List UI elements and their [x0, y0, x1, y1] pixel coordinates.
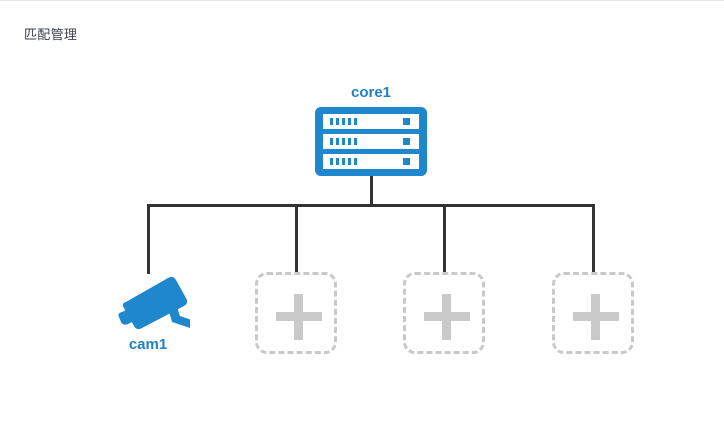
edge-drop-slot-4 — [592, 204, 595, 274]
server-icon — [315, 107, 427, 176]
cctv-camera-icon — [106, 272, 192, 334]
edge-drop-slot-3 — [443, 204, 446, 274]
node-slot-2[interactable] — [255, 272, 343, 360]
node-cam1-label: cam1 — [128, 336, 168, 353]
edge-drop-cam1 — [147, 204, 150, 274]
edge-horizontal-bus — [147, 204, 595, 207]
plus-icon-vertical — [591, 294, 600, 340]
node-slot-3[interactable] — [403, 272, 491, 360]
node-cam1[interactable]: cam1 — [106, 272, 202, 368]
plus-icon-vertical — [442, 294, 451, 340]
edge-drop-slot-2 — [295, 204, 298, 274]
node-slot-4[interactable] — [552, 272, 640, 360]
add-device-placeholder[interactable] — [552, 272, 634, 354]
top-divider — [0, 0, 724, 1]
edge-core1-to-bus — [370, 175, 373, 207]
node-core1[interactable]: core1 — [315, 84, 427, 176]
add-device-placeholder[interactable] — [255, 272, 337, 354]
plus-icon-vertical — [294, 294, 303, 340]
add-device-placeholder[interactable] — [403, 272, 485, 354]
node-core1-label: core1 — [350, 84, 392, 101]
page-title: 匹配管理 — [24, 27, 78, 42]
